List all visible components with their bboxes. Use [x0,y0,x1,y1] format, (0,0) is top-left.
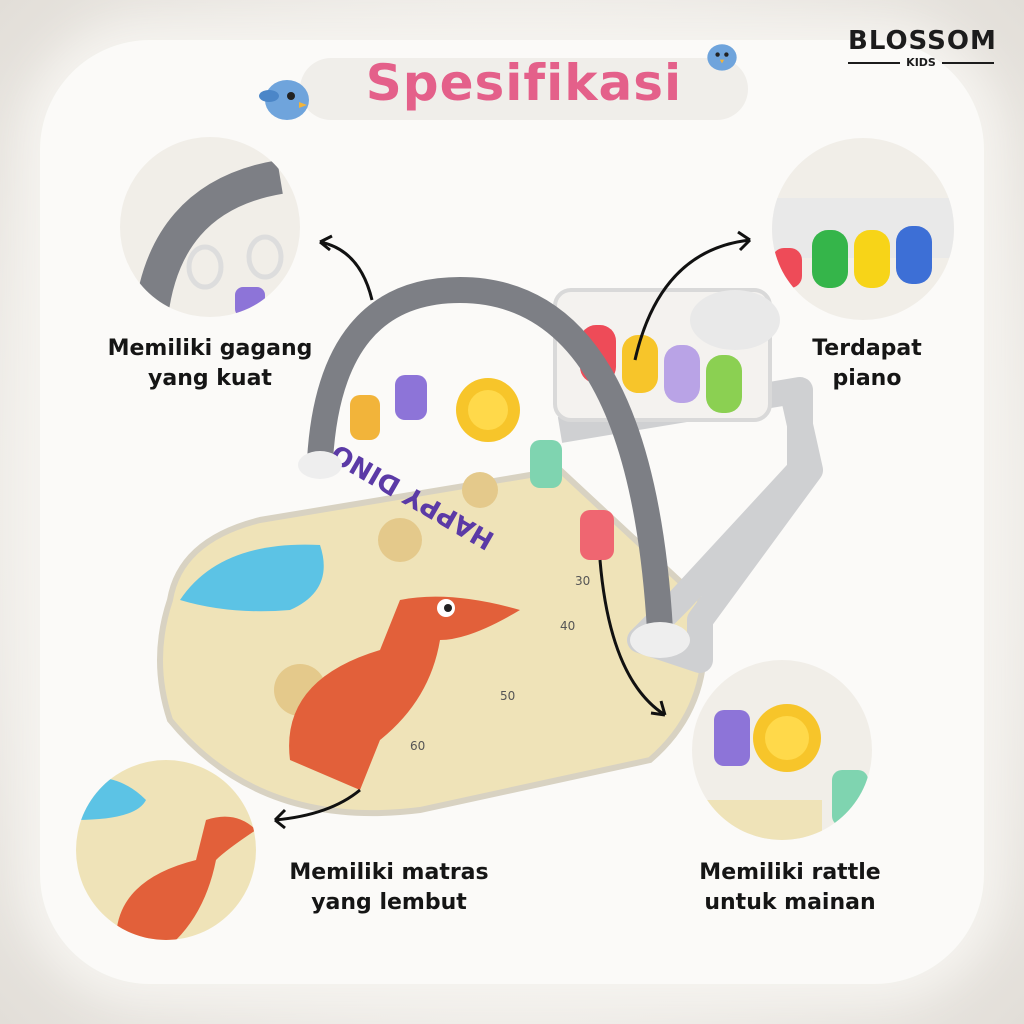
brand-logo: BLOSSOM KIDS [848,26,997,69]
logo-brand: BLOSSOM [848,26,997,56]
mat-closeup [76,760,256,940]
ruler-mark: 30 [575,574,590,588]
feature-line: Memiliki gagang [107,336,313,361]
bird-icon [707,44,737,71]
arch-handle [307,276,673,643]
feature-mat: Memiliki matras yang lembut [276,858,502,918]
ruler-mark: 40 [560,619,575,633]
handle-closeup [120,137,300,317]
feature-line: untuk mainan [704,890,876,915]
feature-handle: Memiliki gagang yang kuat [100,334,320,394]
feature-line: Memiliki rattle [699,860,881,885]
feature-rattle: Memiliki rattle untuk mainan [680,858,900,918]
feature-line: yang kuat [148,366,272,391]
title-banner [300,58,748,120]
feature-piano: Terdapat piano [782,334,952,394]
page-title: Spesifikasi [365,54,683,112]
feature-line: yang lembut [311,890,467,915]
piano-closeup [772,138,954,320]
ruler-mark: 60 [410,739,425,753]
orange-dino [289,596,520,790]
ruler-mark: 50 [500,689,515,703]
feature-line: Terdapat [812,336,922,361]
blue-dino [180,544,324,612]
feature-line: Memiliki matras [289,860,489,885]
arrows [273,230,752,830]
feature-line: piano [832,366,902,391]
logo-sub: KIDS [848,56,994,69]
rattle-closeup [692,660,872,840]
bird-icon [259,80,309,120]
